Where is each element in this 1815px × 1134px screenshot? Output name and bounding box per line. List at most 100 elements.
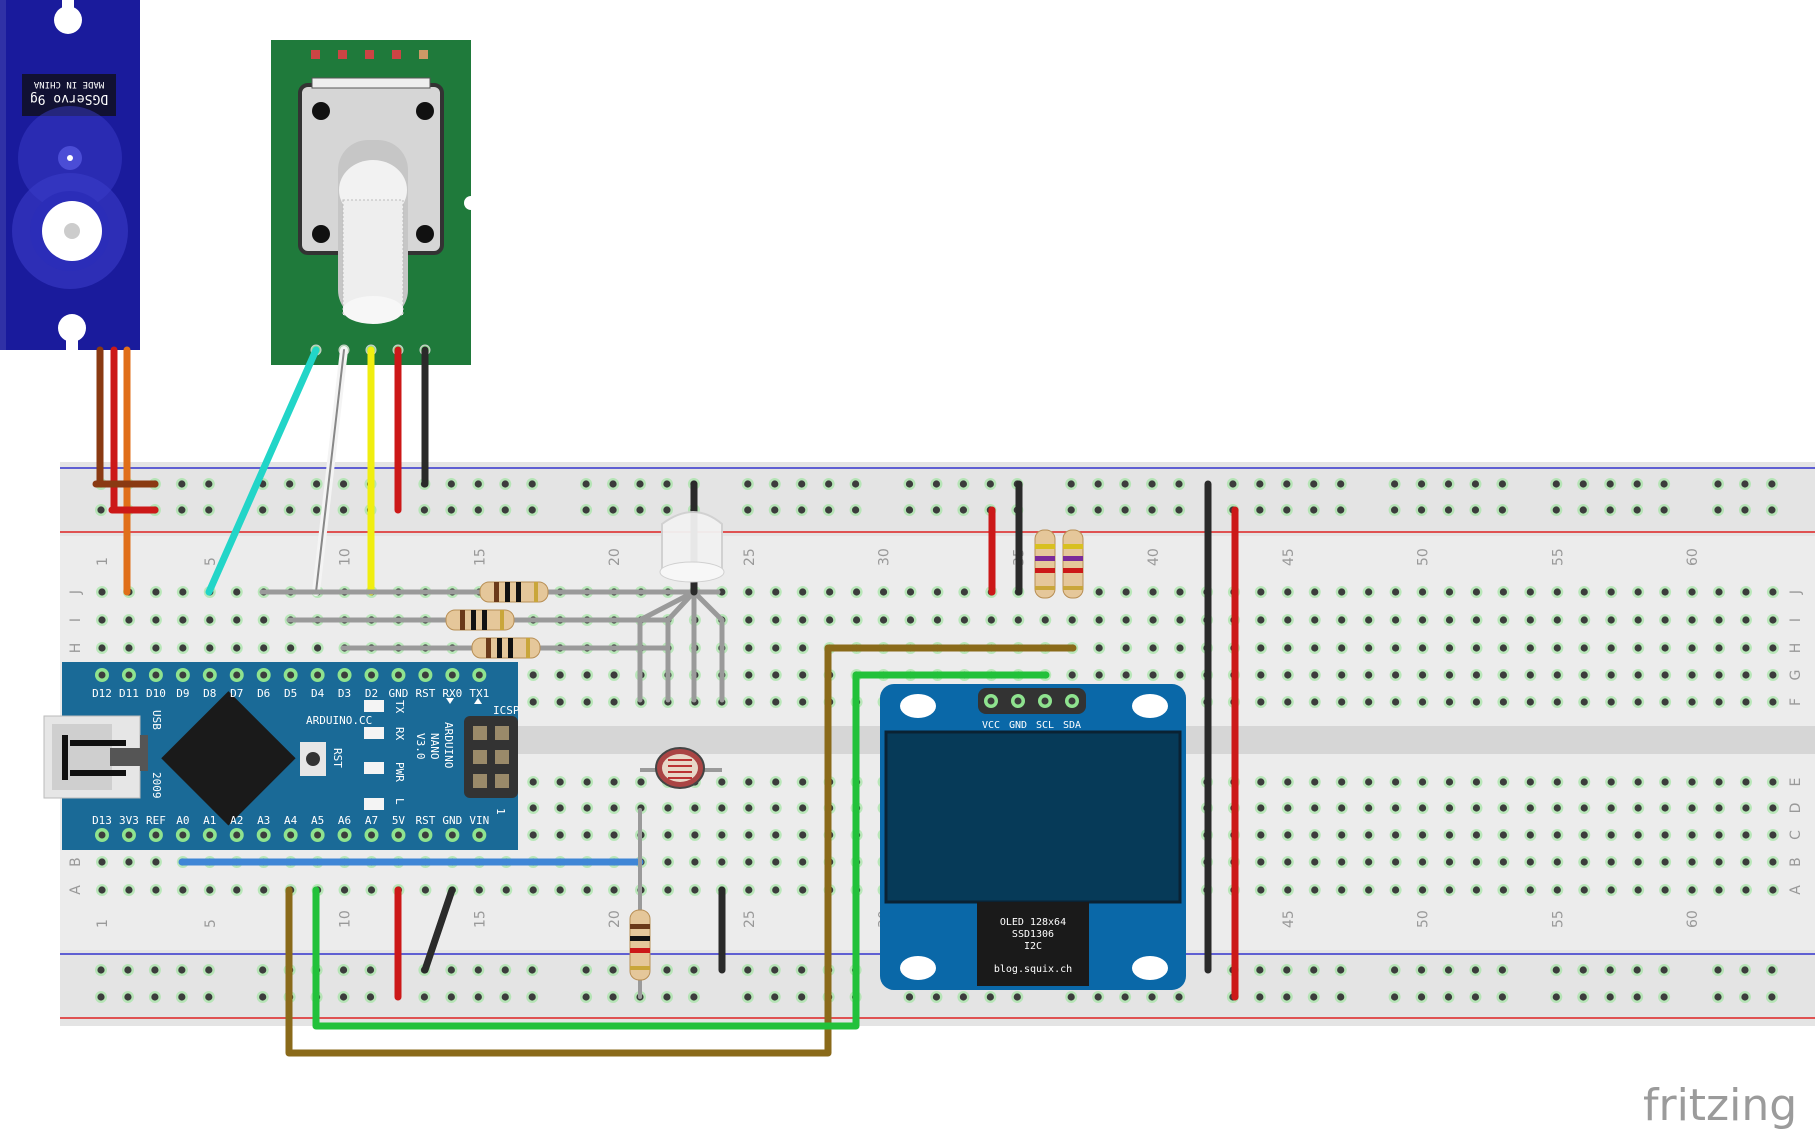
rail-hole[interactable] [1067,506,1075,514]
breadboard-hole[interactable] [1392,886,1400,894]
rail-hole[interactable] [798,993,806,1001]
rail-hole[interactable] [932,993,941,1001]
breadboard-hole[interactable] [610,671,618,679]
rail-hole[interactable] [663,480,671,488]
breadboard-hole[interactable] [906,616,915,624]
breadboard-hole[interactable] [1634,588,1642,596]
breadboard-hole[interactable] [1472,616,1481,624]
breadboard-hole[interactable] [1311,886,1319,894]
breadboard-hole[interactable] [1284,858,1292,866]
breadboard-hole[interactable] [1176,616,1184,624]
breadboard-hole[interactable] [1418,804,1427,812]
breadboard-hole[interactable] [1176,588,1184,596]
rail-hole[interactable] [1498,480,1506,488]
breadboard-hole[interactable] [1634,886,1642,894]
rail-hole[interactable] [447,480,455,488]
rail-hole[interactable] [1175,993,1183,1001]
breadboard-hole[interactable] [583,804,591,812]
breadboard-hole[interactable] [610,698,618,706]
rail-hole[interactable] [1283,480,1291,488]
rail-hole[interactable] [1013,993,1021,1001]
rail-hole[interactable] [1094,993,1102,1001]
breadboard-hole[interactable] [1365,886,1373,894]
rail-hole[interactable] [582,966,590,974]
breadboard-hole[interactable] [1392,858,1400,866]
breadboard-hole[interactable] [1580,671,1588,679]
breadboard-hole[interactable] [799,616,807,624]
breadboard-hole[interactable] [1580,644,1588,652]
rail-hole[interactable] [259,506,267,514]
rail-hole[interactable] [690,966,698,974]
rail-hole[interactable] [1391,480,1399,488]
breadboard-hole[interactable] [826,616,834,624]
breadboard-hole[interactable] [987,616,995,624]
breadboard-hole[interactable] [1418,831,1427,839]
breadboard-hole[interactable] [1715,858,1723,866]
rail-hole[interactable] [1121,993,1129,1001]
breadboard-hole[interactable] [287,644,295,652]
breadboard-hole[interactable] [1607,804,1615,812]
breadboard-hole[interactable] [1526,804,1534,812]
breadboard-hole[interactable] [1526,588,1534,596]
rail-hole[interactable] [1283,506,1291,514]
rail-hole[interactable] [1768,480,1776,488]
rail-hole[interactable] [1391,966,1399,974]
breadboard-hole[interactable] [745,831,753,839]
breadboard-hole[interactable] [125,616,133,624]
breadboard-hole[interactable] [879,588,888,596]
breadboard-hole[interactable] [1580,804,1588,812]
breadboard-hole[interactable] [1257,671,1265,679]
breadboard-hole[interactable] [1769,644,1777,652]
rail-hole[interactable] [663,993,671,1001]
rail-hole[interactable] [474,506,482,514]
breadboard-hole[interactable] [179,616,187,624]
breadboard-hole[interactable] [772,804,780,812]
breadboard-hole[interactable] [1284,698,1292,706]
rail-hole[interactable] [1337,966,1345,974]
rail-hole[interactable] [1633,966,1641,974]
rail-hole[interactable] [151,993,159,1001]
breadboard-hole[interactable] [1311,778,1319,786]
breadboard-hole[interactable] [475,886,483,894]
breadboard-hole[interactable] [772,778,780,786]
breadboard-hole[interactable] [1365,588,1373,596]
breadboard-hole[interactable] [1418,671,1427,679]
breadboard-hole[interactable] [799,858,807,866]
rail-hole[interactable] [124,966,132,974]
breadboard-hole[interactable] [1526,886,1534,894]
rail-hole[interactable] [528,480,536,488]
rail-hole[interactable] [609,993,617,1001]
rail-hole[interactable] [151,966,159,974]
rail-hole[interactable] [259,966,267,974]
breadboard-hole[interactable] [583,778,591,786]
rail-hole[interactable] [852,480,860,488]
rail-hole[interactable] [1337,506,1345,514]
rail-hole[interactable] [205,506,213,514]
breadboard-hole[interactable] [1661,671,1669,679]
breadboard-hole[interactable] [583,831,591,839]
rail-hole[interactable] [1633,993,1641,1001]
rail-hole[interactable] [1552,506,1560,514]
rail-hole[interactable] [1229,480,1237,488]
breadboard-hole[interactable] [772,698,780,706]
breadboard-hole[interactable] [1769,831,1777,839]
breadboard-hole[interactable] [799,886,807,894]
rail-hole[interactable] [339,480,348,488]
rail-hole[interactable] [1148,506,1156,514]
breadboard-hole[interactable] [1553,804,1561,812]
breadboard-hole[interactable] [1715,671,1723,679]
breadboard-hole[interactable] [1661,778,1669,786]
rail-hole[interactable] [798,966,806,974]
rail-hole[interactable] [690,993,698,1001]
breadboard-hole[interactable] [826,588,834,596]
breadboard-hole[interactable] [1715,616,1723,624]
breadboard-hole[interactable] [1742,588,1750,596]
breadboard-hole[interactable] [1769,616,1777,624]
breadboard-hole[interactable] [1122,616,1130,624]
breadboard-hole[interactable] [1095,616,1103,624]
breadboard-hole[interactable] [152,886,160,894]
breadboard-hole[interactable] [1311,858,1319,866]
breadboard-hole[interactable] [1499,804,1507,812]
breadboard-hole[interactable] [664,804,672,812]
breadboard-hole[interactable] [1607,698,1615,706]
